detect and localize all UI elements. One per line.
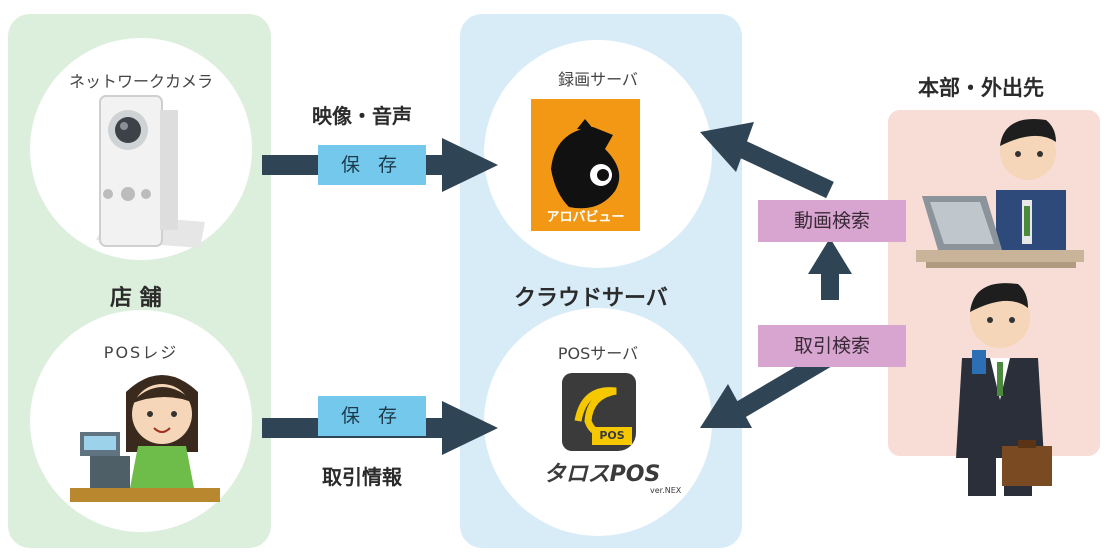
- to-recording-arrow-head: [700, 122, 754, 172]
- pos-wordmark-version: ver.NEX: [650, 486, 682, 495]
- bear-icon: [551, 119, 620, 209]
- pos-wordmark: タロスPOS: [543, 462, 661, 487]
- recording-server-label: 録画サーバ: [558, 70, 638, 89]
- up-arrow-head: [808, 238, 852, 274]
- pos-logo-text: POS: [599, 429, 625, 442]
- arobaview-logo: アロバビュー: [531, 99, 640, 231]
- pos-swirl-icon: [574, 387, 632, 445]
- to-pos-arrow-head: [700, 384, 752, 428]
- save-tag-bottom: 保 存: [318, 396, 426, 436]
- pos-register-label: POSレジ: [103, 343, 179, 362]
- pos-server-label: POSサーバ: [557, 344, 639, 363]
- video-search-tag: 動画検索: [758, 200, 906, 242]
- save-tag-top: 保 存: [318, 145, 426, 185]
- transaction-info-label: 取引情報: [322, 465, 402, 489]
- camera-label: ネットワークカメラ: [68, 72, 213, 91]
- transaction-search-tag: 取引検索: [758, 325, 906, 367]
- video-audio-label: 映像・音声: [312, 104, 412, 128]
- pos-logo-badge: POS: [562, 373, 636, 451]
- hq-title: 本部・外出先: [918, 76, 1044, 100]
- save-arrow-top-head: [442, 138, 498, 192]
- store-title: 店 舗: [110, 286, 162, 311]
- arobaview-logo-text: アロバビュー: [546, 210, 625, 225]
- cloud-title: クラウドサーバ: [514, 286, 668, 311]
- save-arrow-bottom-head: [442, 401, 498, 455]
